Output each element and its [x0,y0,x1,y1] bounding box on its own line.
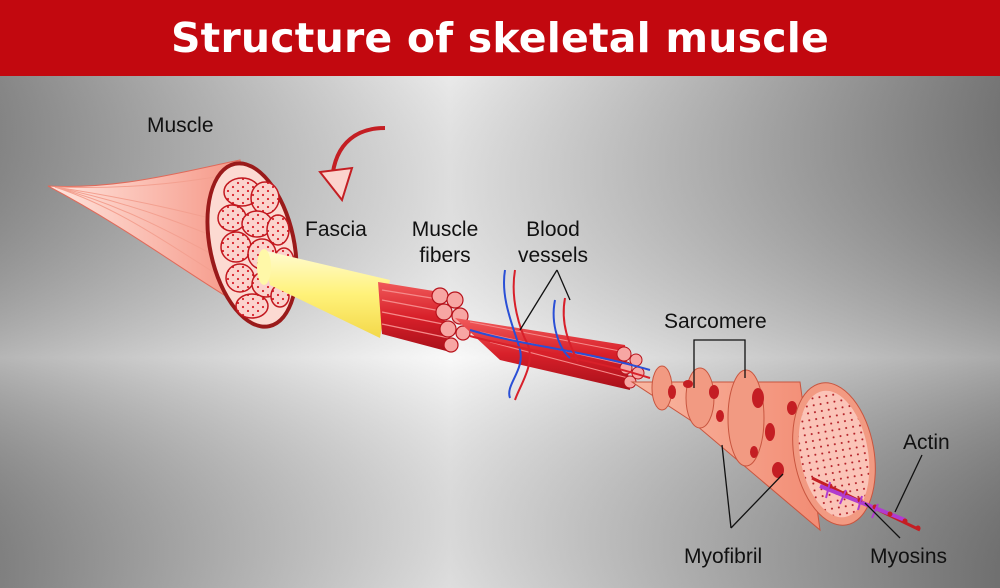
myofibril [630,365,876,532]
fascia-end [257,249,271,285]
fascia [262,250,390,338]
actin-myosin-filament [811,476,921,532]
label-sarcomere: Sarcomere [664,310,767,333]
muscle-diagram [0,76,1000,588]
label-muscle-fibers-line2: fibers [419,244,471,267]
diagram-title: Structure of skeletal muscle [170,14,830,62]
diagram-stage: Muscle Fascia Muscle fibers Blood vessel… [0,76,1000,588]
label-muscle-fibers-line1: Muscle [411,218,479,241]
label-myofibril: Myofibril [684,545,763,568]
leader-lines [519,269,923,539]
label-actin: Actin [903,431,950,454]
label-myosins: Myosins [870,545,948,568]
label-blood-vessels-line1: Blood [526,218,580,241]
fascia-arrow [318,126,386,203]
label-blood-vessels-line2: vessels [517,244,589,267]
muscle-fascicle [378,282,471,353]
label-fascia: Fascia [305,218,367,241]
label-muscle-fibers: Muscle fibers [407,217,483,269]
title-banner: Structure of skeletal muscle [0,0,1000,76]
label-muscle: Muscle [147,114,214,137]
blood-vessels [469,269,651,401]
label-blood-vessels: Blood vessels [513,217,593,269]
